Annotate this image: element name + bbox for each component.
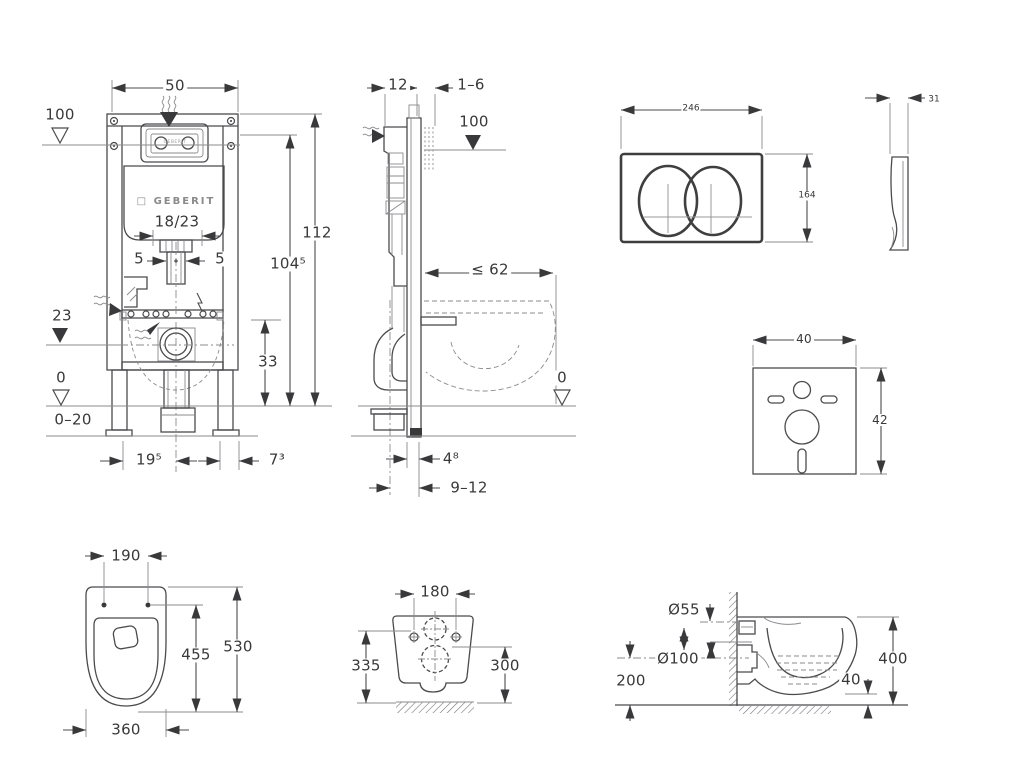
dim-rear-fixing: 180	[418, 582, 452, 601]
frame-front-view	[42, 80, 332, 472]
dim-frame-width: 50	[163, 76, 187, 95]
flush-plate-front-view	[619, 105, 813, 244]
flush-opening	[112, 625, 139, 650]
dim-offset-left: 5	[132, 249, 146, 268]
dim-foot-offset: 19⁵	[133, 450, 165, 469]
dim-top-fixing: 190	[109, 546, 143, 565]
dim-max-projection: ≤ 62	[469, 260, 511, 279]
flush-button-large	[637, 164, 699, 238]
dim-bottom-clearance: 40	[839, 670, 863, 689]
dim-height-112: 112	[300, 223, 334, 242]
dim-plate-width: 246	[681, 103, 701, 114]
dim-leg-width: 7³	[266, 450, 288, 469]
dim-rear-300: 300	[488, 656, 522, 675]
datum-0-front: 0	[54, 368, 68, 387]
dim-pipe-distance: 9–12	[448, 478, 490, 497]
flush-plate-side-view	[865, 93, 925, 251]
datum-open-triangle	[553, 389, 571, 407]
dim-height-33: 33	[256, 352, 280, 371]
dim-plate-height: 164	[797, 190, 817, 201]
seat-fixing-hole	[101, 602, 107, 608]
dim-rear-335: 335	[349, 656, 383, 675]
geberit-logo-small: GEBERIT	[163, 139, 187, 145]
datum-open-triangle	[52, 389, 70, 407]
datum-filled-triangle	[52, 328, 68, 343]
dim-outlet-diameter: Ø100	[655, 649, 701, 668]
dim-flush-bend: 18/23	[152, 212, 202, 231]
dim-outlet-height: 200	[614, 671, 648, 690]
datum-100-front: 100	[43, 105, 77, 124]
frame-side-view	[351, 83, 576, 497]
sound-insulation-pad-view	[752, 335, 887, 475]
dim-plate-depth: 31	[927, 94, 941, 105]
geberit-logo: □ GEBERIT	[136, 196, 216, 207]
datum-open-triangle	[51, 127, 69, 145]
flush-button-small	[683, 165, 743, 237]
wc-rear-view	[357, 589, 512, 713]
dim-offset-right: 5	[213, 249, 227, 268]
dim-top-455: 455	[179, 645, 213, 664]
dim-side-height: 400	[876, 649, 910, 668]
wc-top-view	[63, 551, 243, 737]
wall-zone-dotted	[424, 127, 434, 171]
dim-rail-depth: 4⁸	[440, 449, 462, 468]
dim-height-104-5: 104⁵	[268, 254, 308, 273]
seat-fixing-hole	[145, 602, 151, 608]
heat-squiggle-icon	[161, 95, 177, 113]
floor-hatch	[739, 706, 831, 714]
floor-hatch	[396, 702, 474, 713]
datum-100-side: 100	[457, 112, 491, 131]
datum-filled-triangle	[465, 135, 481, 150]
wc-side-view	[615, 592, 908, 721]
dim-top-530: 530	[221, 637, 255, 656]
datum-23: 23	[50, 306, 74, 325]
dim-pad-width: 40	[794, 332, 814, 346]
water-level-dashes	[776, 655, 842, 685]
dim-pad-height: 42	[870, 413, 890, 427]
lightning-icon	[196, 292, 204, 314]
dim-frame-depth: 12	[386, 75, 410, 94]
datum-0-side: 0	[555, 368, 569, 387]
water-squiggle-icon	[93, 295, 111, 306]
dim-wall-distance: 1–6	[455, 75, 487, 94]
wall-hatch	[729, 592, 737, 706]
dim-inlet-diameter: Ø55	[666, 600, 702, 619]
dim-top-width: 360	[109, 720, 143, 739]
dim-floor-adjust: 0–20	[52, 410, 94, 429]
